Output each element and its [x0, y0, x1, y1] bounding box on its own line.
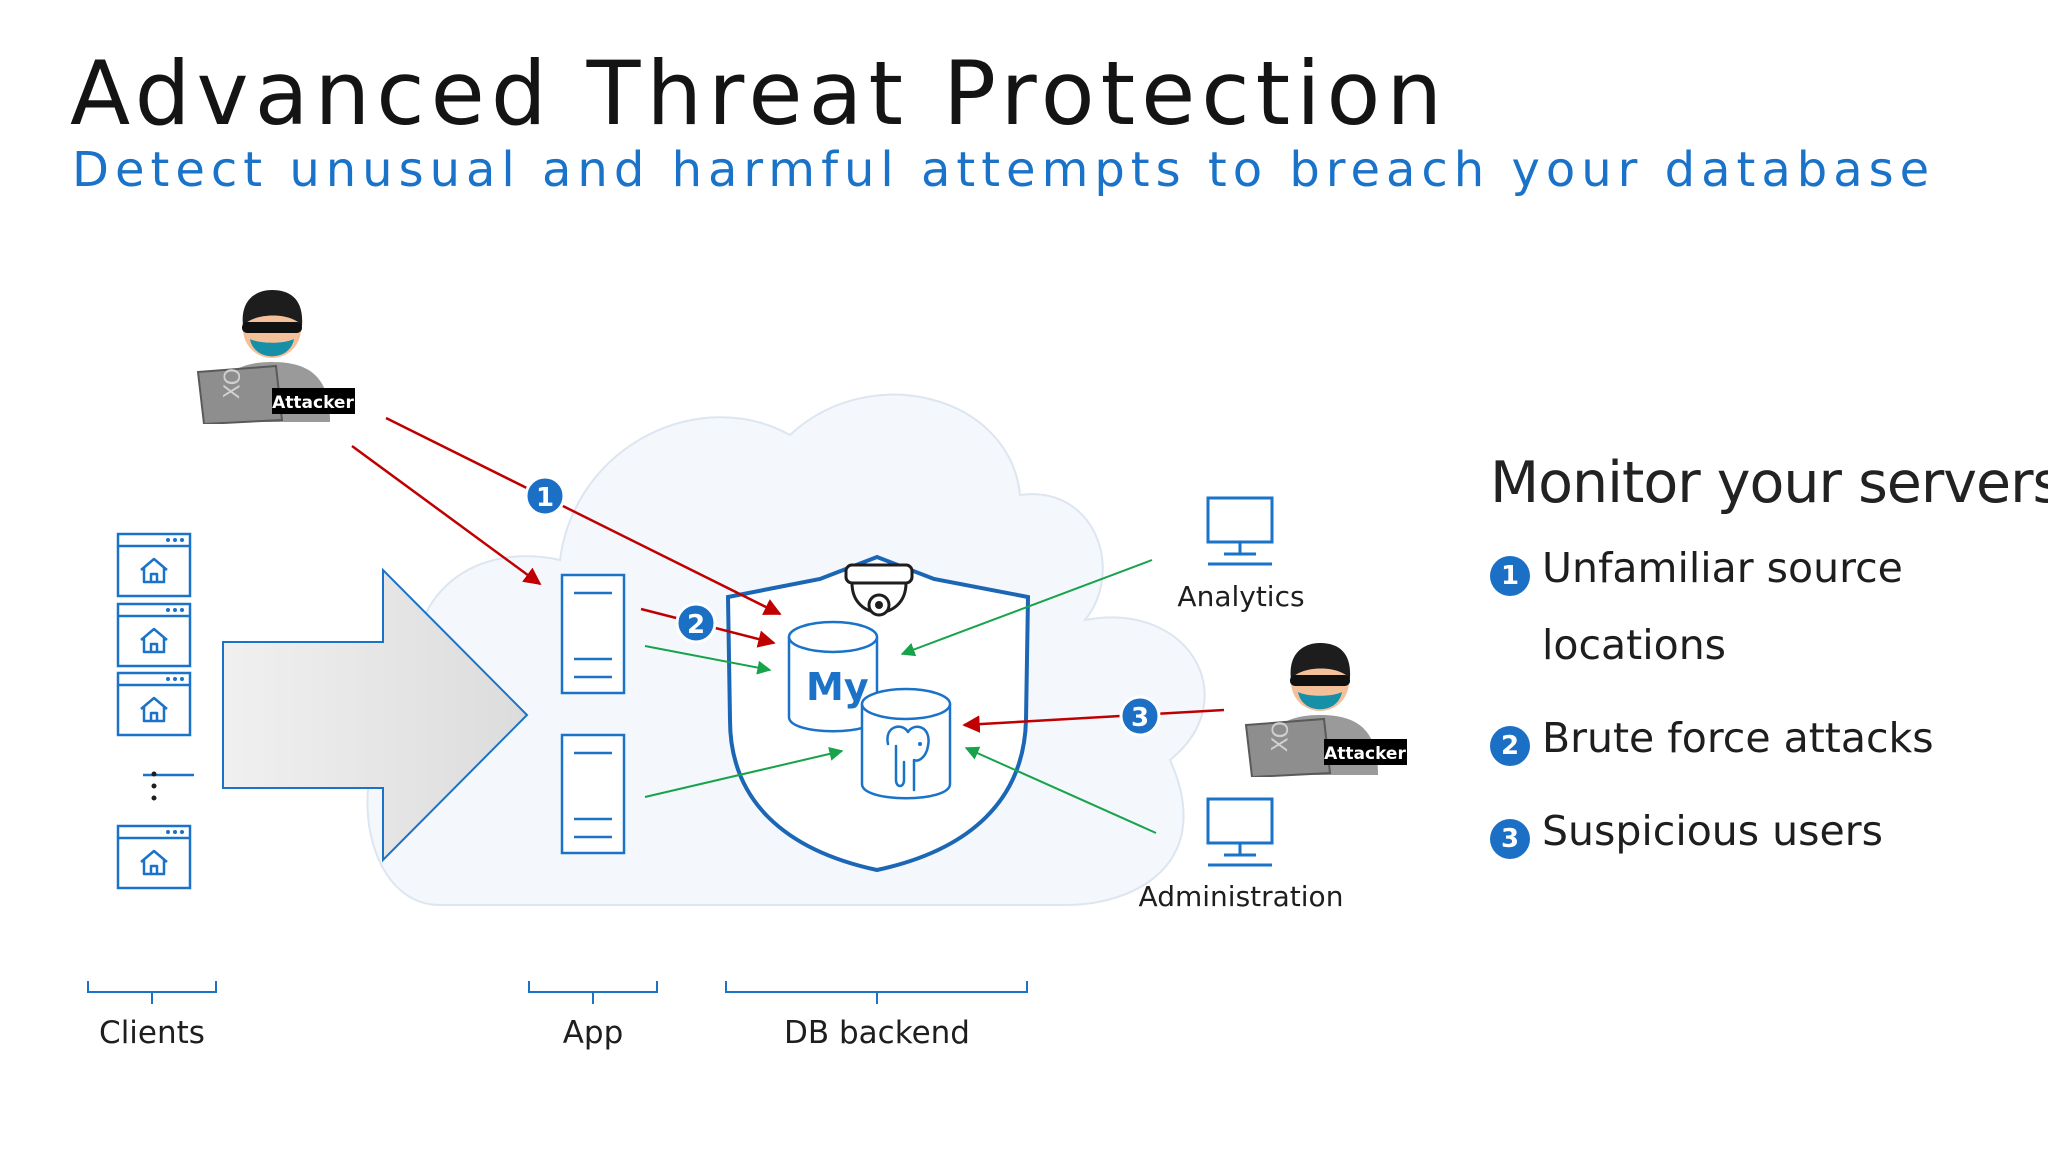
- db-backend-bracket: [725, 981, 1028, 1004]
- monitor-item: 3 Suspicious users: [1490, 807, 2030, 870]
- svg-text:1: 1: [536, 483, 554, 513]
- legit-arrow: [900, 559, 1153, 657]
- ellipsis-icon: [151, 771, 157, 801]
- monitor-panel: Monitor your servers 1 Unfamiliar source…: [1490, 450, 2048, 900]
- analytics-label: Analytics: [1177, 580, 1304, 613]
- monitor-item-text: Brute force attacks: [1542, 714, 1934, 762]
- attack-arrow: [385, 416, 782, 616]
- postgresql-database-icon: [860, 687, 952, 800]
- app-label: App: [563, 1015, 624, 1051]
- monitor-item-text: Unfamiliar source locations: [1542, 544, 1903, 669]
- attack-arrow: [962, 708, 1225, 733]
- legit-arrow: [644, 747, 844, 798]
- attacker-badge: Attacker: [272, 388, 355, 414]
- attacker-badge: Attacker: [1324, 739, 1407, 765]
- number-badge: 1: [1490, 556, 1530, 596]
- camera-icon: [844, 563, 914, 617]
- svg-text:2: 2: [687, 610, 705, 640]
- monitor-item-text: Suspicious users: [1542, 807, 1883, 855]
- page-title: Advanced Threat Protection: [70, 42, 1449, 145]
- legit-arrow: [644, 645, 772, 675]
- badge-2: 2: [675, 602, 717, 644]
- svg-text:Attacker: Attacker: [272, 393, 354, 413]
- client-window-icon: [116, 532, 192, 598]
- mysql-label: My: [806, 665, 869, 709]
- monitor-item: 2 Brute force attacks: [1490, 714, 2030, 777]
- analytics-monitor-icon: [1206, 496, 1274, 566]
- monitor-item: 1 Unfamiliar source locations: [1490, 544, 2030, 684]
- clients-label: Clients: [99, 1015, 205, 1051]
- app-bracket: [528, 981, 658, 1004]
- administration-monitor-icon: [1206, 797, 1274, 867]
- client-window-icon: [116, 602, 192, 668]
- db-backend-label: DB backend: [784, 1015, 970, 1051]
- client-window-icon: [116, 824, 192, 890]
- app-server-icon: [560, 573, 626, 695]
- badge-1: 1: [524, 475, 566, 517]
- elephant-icon: [886, 725, 930, 792]
- traffic-arrow-icon: [222, 567, 529, 863]
- legit-arrow: [964, 746, 1157, 834]
- mysql-database-icon: [787, 620, 879, 733]
- badge-3: 3: [1119, 695, 1161, 737]
- svg-text:3: 3: [1131, 703, 1149, 733]
- monitor-title: Monitor your servers: [1490, 450, 2048, 516]
- page-subtitle: Detect unusual and harmful attempts to b…: [72, 142, 1936, 198]
- svg-text:Attacker: Attacker: [1324, 744, 1406, 764]
- app-server-icon: [560, 733, 626, 855]
- clients-bracket: [87, 981, 217, 1004]
- number-badge: 3: [1490, 819, 1530, 859]
- administration-label: Administration: [1139, 880, 1344, 913]
- client-window-icon: [116, 671, 192, 737]
- attack-arrow: [351, 444, 542, 586]
- number-badge: 2: [1490, 726, 1530, 766]
